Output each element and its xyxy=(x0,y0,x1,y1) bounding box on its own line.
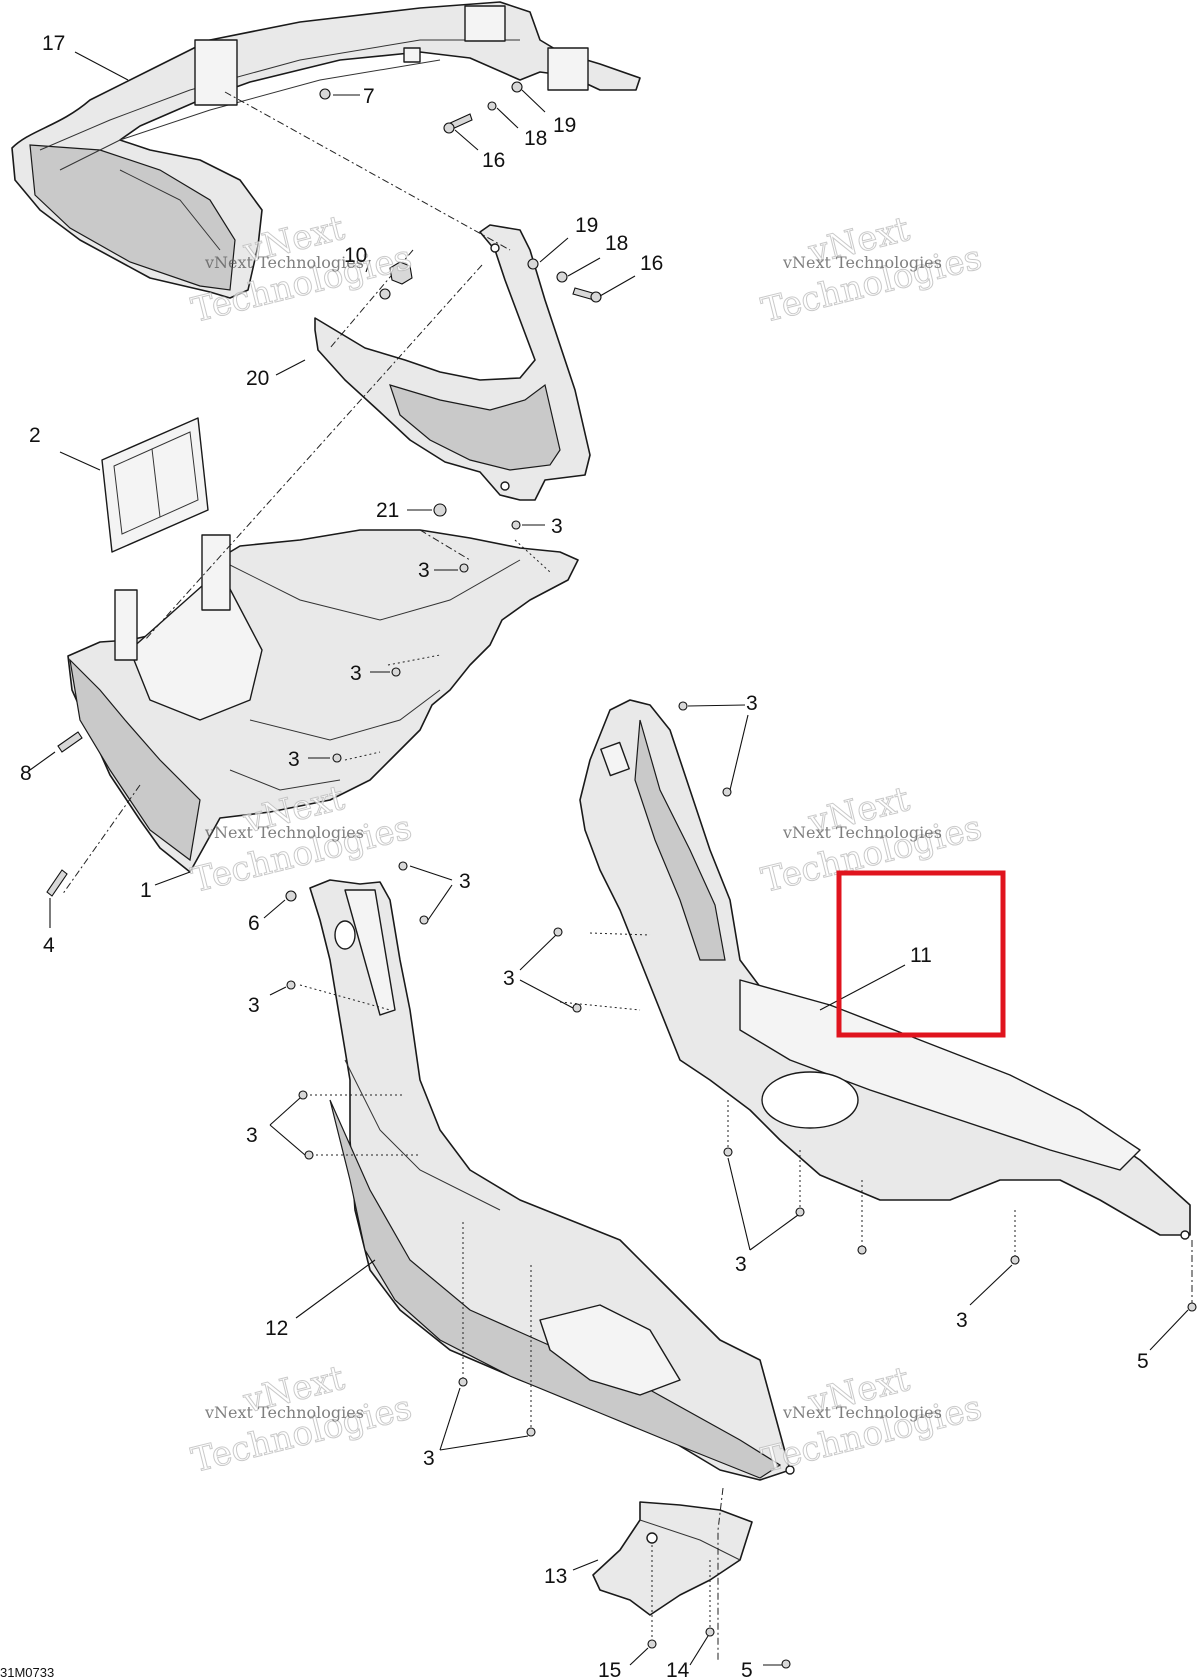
fastener-3-1 xyxy=(511,520,521,530)
watermark-1-caption: vNext Technologies xyxy=(204,253,364,272)
callout-5-b: 5 xyxy=(741,1659,753,1680)
callout-3-f: 3 xyxy=(248,994,260,1017)
assembly-lines xyxy=(61,91,1193,1660)
callout-20: 20 xyxy=(246,367,269,390)
fastener-3-18 xyxy=(458,1377,468,1387)
fastener-21 xyxy=(433,503,447,517)
callout-3-i: 3 xyxy=(503,967,515,990)
callout-5-a: 5 xyxy=(1137,1350,1149,1373)
callout-18: 18 xyxy=(524,127,547,150)
fastener-3-14 xyxy=(723,1147,733,1157)
fastener-8 xyxy=(57,731,83,753)
callout-14: 14 xyxy=(666,1659,690,1680)
part-20-bracket xyxy=(314,224,591,501)
part-17-upper-trim xyxy=(11,1,641,299)
callout-13: 13 xyxy=(544,1565,567,1588)
part-1-front-housing xyxy=(67,529,579,873)
fastener-5a xyxy=(1187,1302,1197,1312)
part-12-left-panel xyxy=(309,879,795,1481)
watermark-6-caption: vNext Technologies xyxy=(782,1403,942,1422)
callout-6: 6 xyxy=(248,912,260,935)
fastener-3-8 xyxy=(298,1090,308,1100)
callout-3-e: 3 xyxy=(459,870,471,893)
watermark-4-caption: vNext Technologies xyxy=(782,823,942,842)
fastener-3-7 xyxy=(286,980,296,990)
callout-19-b: 19 xyxy=(575,214,598,237)
callout-labels: 17 7 19 18 16 10 19 18 16 20 2 21 3 3 3 … xyxy=(20,32,1149,1680)
fastener-3-19 xyxy=(526,1427,536,1437)
fastener-16b-head xyxy=(590,291,602,303)
callout-19: 19 xyxy=(553,114,576,137)
callout-12: 12 xyxy=(265,1317,288,1340)
callout-3-c: 3 xyxy=(350,662,362,685)
leader-lines xyxy=(29,51,1189,1666)
watermark-2-caption: vNext Technologies xyxy=(782,253,942,272)
fastener-3-2 xyxy=(459,563,469,573)
fastener-14 xyxy=(705,1627,715,1637)
part-13-small-plate xyxy=(592,1501,753,1616)
part-11-right-panel xyxy=(579,699,1191,1240)
fastener-3-11 xyxy=(722,787,732,797)
fastener-3-9 xyxy=(304,1150,314,1160)
fasteners xyxy=(46,81,1197,1669)
callout-7: 7 xyxy=(363,85,375,108)
callout-10: 10 xyxy=(344,244,367,267)
watermark-3-caption: vNext Technologies xyxy=(204,823,364,842)
callout-3-k: 3 xyxy=(423,1447,435,1470)
fastener-3-16 xyxy=(857,1245,867,1255)
callout-21: 21 xyxy=(376,499,399,522)
callout-4: 4 xyxy=(43,934,55,957)
callout-3-b: 3 xyxy=(418,559,430,582)
callout-3-h: 3 xyxy=(746,692,758,715)
fastener-3-17 xyxy=(1010,1255,1020,1265)
fastener-3-6 xyxy=(419,915,429,925)
fastener-3-10 xyxy=(678,701,688,711)
fastener-4 xyxy=(46,869,68,897)
watermark-5-caption: vNext Technologies xyxy=(204,1403,364,1422)
fastener-6 xyxy=(285,890,297,902)
fastener-10-washer xyxy=(379,288,391,300)
fastener-19b xyxy=(527,258,539,270)
fastener-3-13 xyxy=(572,1003,582,1013)
fastener-18b xyxy=(556,271,568,283)
fastener-7 xyxy=(319,88,331,100)
highlight-box-part-11 xyxy=(836,870,1006,1038)
callout-1: 1 xyxy=(140,879,152,902)
watermark-4: vNext Technologies xyxy=(757,779,986,902)
fastener-18a xyxy=(487,101,497,111)
callout-3-g: 3 xyxy=(246,1124,258,1147)
fastener-19a xyxy=(511,81,523,93)
fastener-5b xyxy=(781,1659,791,1669)
callout-2: 2 xyxy=(29,424,41,447)
fastener-16a-head xyxy=(443,122,455,134)
fastener-3-15 xyxy=(795,1207,805,1217)
fastener-3-3 xyxy=(391,667,401,677)
callout-11: 11 xyxy=(910,944,932,967)
callout-3-d: 3 xyxy=(288,748,300,771)
callout-17: 17 xyxy=(42,32,65,55)
fastener-3-4 xyxy=(332,753,342,763)
fastener-3-5 xyxy=(398,861,408,871)
fastener-3-12 xyxy=(553,927,563,937)
drawing-code: 31M0733 xyxy=(0,1665,54,1680)
part-2-plate xyxy=(101,417,209,553)
callout-3-l: 3 xyxy=(956,1309,968,1332)
callout-18-b: 18 xyxy=(605,232,628,255)
callout-3-a: 3 xyxy=(551,515,563,538)
callout-8: 8 xyxy=(20,762,32,785)
callout-3-j: 3 xyxy=(735,1253,747,1276)
callout-16-b: 16 xyxy=(640,252,663,275)
fastener-10-nut xyxy=(389,261,413,285)
fastener-15 xyxy=(647,1639,657,1649)
callout-15: 15 xyxy=(598,1659,621,1680)
callout-16: 16 xyxy=(482,149,505,172)
